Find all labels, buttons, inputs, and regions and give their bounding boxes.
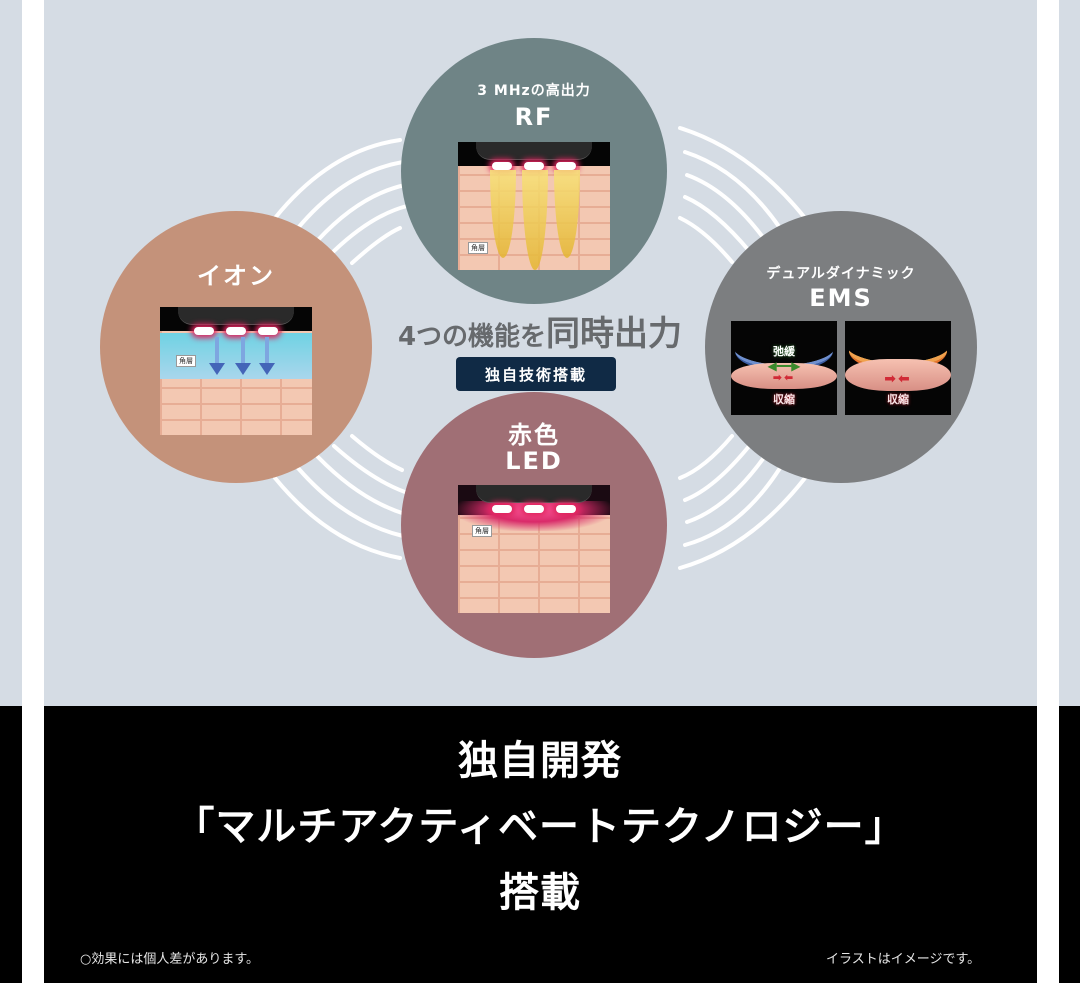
led-lights — [485, 504, 582, 513]
relax-label: 弛緩 — [773, 345, 795, 359]
right-white-stripe — [1037, 0, 1059, 983]
contract-label: 収縮 — [887, 393, 909, 407]
rf-wave-icon — [554, 170, 580, 259]
ems-contract-panel: ➡⬅ 収縮 — [845, 321, 951, 416]
rf-wave-icon — [522, 170, 548, 271]
contract-arrows-icon: ➡⬅ — [884, 371, 912, 388]
ems-title: EMS — [809, 284, 873, 312]
skin-layer-label: 角層 — [472, 524, 492, 537]
rf-title: RF — [514, 103, 554, 131]
ems-feature-circle: デュアルダイナミック EMS 弛緩 ◀━━▶ ➡⬅ 収縮 ➡⬅ 収縮 — [705, 211, 977, 483]
banner-line-2: 「マルチアクティベートテクノロジー」 — [174, 804, 906, 850]
contract-arrows-icon: ➡⬅ — [772, 371, 796, 385]
led-feature-circle: 赤色 LED 角層 — [401, 392, 667, 658]
ion-feature-circle: イオン 角層 — [100, 211, 372, 483]
rf-subtitle: 3 MHzの高出力 — [477, 83, 591, 99]
disclaimer-right: イラストはイメージです。 — [826, 952, 981, 967]
banner-line-1: 独自開発 — [458, 738, 622, 784]
device-head — [476, 484, 592, 503]
led-lights — [187, 327, 284, 336]
led-title-line2: LED — [505, 447, 563, 476]
ems-illustrations: 弛緩 ◀━━▶ ➡⬅ 収縮 ➡⬅ 収縮 — [731, 321, 951, 416]
arrow-down-icon — [235, 337, 251, 377]
banner-line-3: 搭載 — [499, 870, 581, 916]
ems-subtitle: デュアルダイナミック — [766, 266, 916, 282]
led-title-line1: 赤色 — [508, 421, 560, 449]
center-title-prefix: 4つの機能を — [397, 322, 547, 352]
led-lights — [485, 162, 582, 171]
muscle-shape — [845, 359, 951, 392]
rf-feature-circle: 3 MHzの高出力 RF 角層 — [401, 38, 667, 304]
rf-skin-illustration: 角層 — [458, 142, 610, 271]
double-arrow-icon: ◀━━▶ — [767, 359, 801, 374]
device-head — [178, 307, 294, 326]
skin-layer-label: 角層 — [176, 355, 196, 368]
center-headline: 4つの機能を同時出力 — [384, 306, 696, 355]
contract-label: 収縮 — [773, 393, 795, 407]
ems-relax-panel: 弛緩 ◀━━▶ ➡⬅ 収縮 — [731, 321, 837, 416]
arrow-down-icon — [209, 337, 225, 377]
led-skin-illustration: 角層 — [458, 484, 610, 613]
center-title-emphasis: 同時出力 — [546, 314, 683, 354]
banner-outer-left — [0, 706, 22, 983]
ion-skin-illustration: 角層 — [160, 307, 312, 436]
proprietary-tech-badge: 独自技術搭載 — [456, 357, 616, 391]
ion-title: イオン — [197, 262, 275, 290]
skin-layer-label: 角層 — [468, 242, 488, 255]
rf-wave-icon — [490, 170, 516, 259]
device-head — [476, 142, 592, 161]
muscle-shape — [731, 363, 837, 390]
left-white-stripe — [22, 0, 44, 983]
banner-outer-right — [1059, 706, 1080, 983]
disclaimer-left: ○効果には個人差があります。 — [80, 952, 260, 967]
bottom-banner — [44, 706, 1037, 983]
arrow-down-icon — [259, 337, 275, 377]
